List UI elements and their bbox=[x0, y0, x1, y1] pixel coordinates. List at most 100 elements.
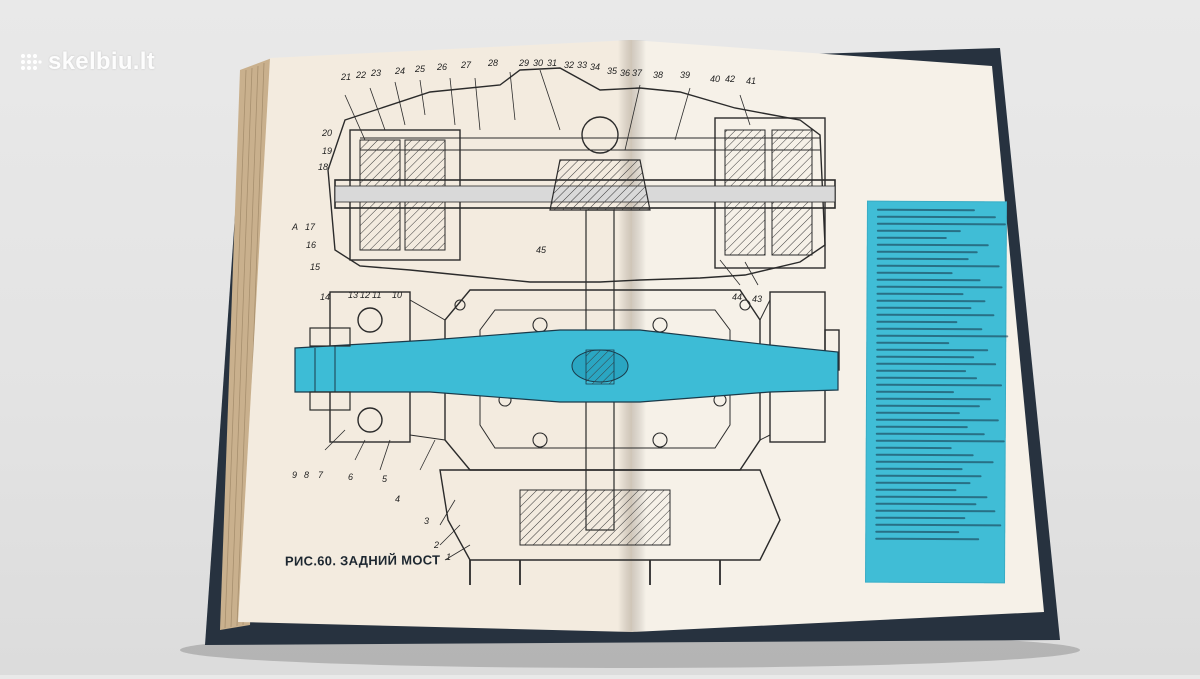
legend-line bbox=[876, 313, 995, 317]
legend-line bbox=[875, 446, 952, 450]
callout: 13 bbox=[348, 290, 359, 300]
legend-line bbox=[875, 390, 955, 394]
legend-line bbox=[875, 516, 965, 520]
legend-line bbox=[876, 292, 964, 296]
callout: 23 bbox=[371, 68, 382, 78]
callout: 32 bbox=[564, 60, 575, 70]
legend-line bbox=[875, 481, 971, 485]
watermark-text: skelbiu.lt bbox=[48, 48, 156, 75]
dot-grid-icon bbox=[21, 54, 42, 70]
legend-line bbox=[876, 376, 977, 380]
legend-line bbox=[875, 530, 960, 534]
callout: 12 bbox=[360, 290, 371, 300]
callout: 26 bbox=[437, 62, 448, 72]
legend-line bbox=[875, 404, 980, 408]
legend-line bbox=[876, 250, 978, 254]
callout: 8 bbox=[304, 470, 310, 480]
callout: 21 bbox=[341, 72, 352, 82]
legend-line bbox=[876, 348, 989, 352]
legend-line bbox=[876, 271, 953, 275]
legend-line bbox=[876, 327, 983, 331]
legend-line bbox=[875, 397, 991, 401]
callout: 4 bbox=[395, 494, 401, 504]
callout: 44 bbox=[732, 292, 743, 302]
legend-line bbox=[875, 460, 994, 464]
callout: 1 bbox=[446, 552, 452, 562]
axle-shaft-highlight bbox=[294, 327, 839, 411]
callout: 36 bbox=[620, 68, 631, 78]
callout: 5 bbox=[382, 474, 388, 484]
callout: 30 bbox=[533, 58, 544, 68]
legend-line bbox=[876, 362, 997, 366]
callout: 20 bbox=[322, 128, 333, 138]
legend-line bbox=[876, 299, 986, 303]
figure-caption: РИС.60. ЗАДНИЙ МОСТ bbox=[284, 552, 441, 569]
callout: 28 bbox=[488, 58, 499, 68]
legend-line bbox=[876, 355, 975, 359]
callout: 6 bbox=[348, 472, 354, 482]
callout: 19 bbox=[322, 146, 333, 156]
legend-panel bbox=[865, 200, 1008, 584]
legend-line bbox=[875, 453, 974, 457]
callout: 37 bbox=[632, 68, 643, 78]
legend-line bbox=[875, 425, 969, 429]
legend-line bbox=[876, 383, 1003, 387]
legend-line bbox=[875, 411, 960, 415]
legend-line bbox=[875, 474, 982, 478]
legend-line bbox=[875, 495, 988, 499]
legend-lines bbox=[865, 208, 1008, 541]
legend-line bbox=[876, 341, 950, 345]
callout: 9 bbox=[292, 470, 298, 480]
legend-line bbox=[875, 502, 977, 506]
callout: 17 bbox=[305, 222, 316, 232]
legend-line bbox=[876, 306, 972, 310]
callout: 34 bbox=[590, 62, 601, 72]
legend-line bbox=[876, 264, 1000, 268]
callout: 14 bbox=[320, 292, 331, 302]
callout: 38 bbox=[653, 70, 664, 80]
callout: 39 bbox=[680, 70, 691, 80]
callout: 22 bbox=[356, 70, 367, 80]
callout: 10 bbox=[392, 290, 403, 300]
callout: 45 bbox=[536, 245, 547, 255]
legend-line bbox=[876, 334, 1008, 338]
legend-line bbox=[876, 208, 975, 212]
callout: 33 bbox=[577, 60, 588, 70]
legend-line bbox=[876, 278, 981, 282]
legend-line bbox=[876, 285, 1003, 289]
legend-line bbox=[875, 537, 979, 541]
page-edge-lines bbox=[224, 62, 265, 629]
callout: 29 bbox=[519, 58, 530, 68]
callout: 41 bbox=[746, 76, 757, 86]
legend-line bbox=[876, 243, 989, 247]
legend-line bbox=[876, 236, 947, 240]
callout: 24 bbox=[395, 66, 406, 76]
legend-line bbox=[875, 418, 1000, 422]
callout: 11 bbox=[372, 290, 382, 300]
callout: 31 bbox=[547, 58, 558, 68]
legend-line bbox=[875, 432, 985, 436]
callout: 40 bbox=[710, 74, 721, 84]
legend-line bbox=[875, 509, 996, 513]
legend-line bbox=[876, 229, 961, 233]
watermark: skelbiu.lt bbox=[20, 48, 155, 76]
callout: 15 bbox=[310, 262, 321, 272]
callout: 42 bbox=[725, 74, 736, 84]
legend-line bbox=[875, 467, 963, 471]
callout: 16 bbox=[306, 240, 317, 250]
callout: 18 bbox=[318, 162, 329, 172]
callout: A bbox=[292, 222, 299, 232]
legend-line bbox=[875, 488, 957, 492]
legend-line bbox=[876, 369, 966, 373]
legend-line bbox=[876, 215, 996, 219]
callout: 2 bbox=[434, 540, 440, 550]
callout: 27 bbox=[461, 60, 472, 70]
legend-line bbox=[876, 257, 970, 261]
callout: 3 bbox=[424, 516, 430, 526]
callout: 25 bbox=[415, 64, 426, 74]
callout: 7 bbox=[318, 470, 324, 480]
legend-line bbox=[875, 523, 1002, 527]
rear-axle-drawing bbox=[324, 67, 840, 585]
